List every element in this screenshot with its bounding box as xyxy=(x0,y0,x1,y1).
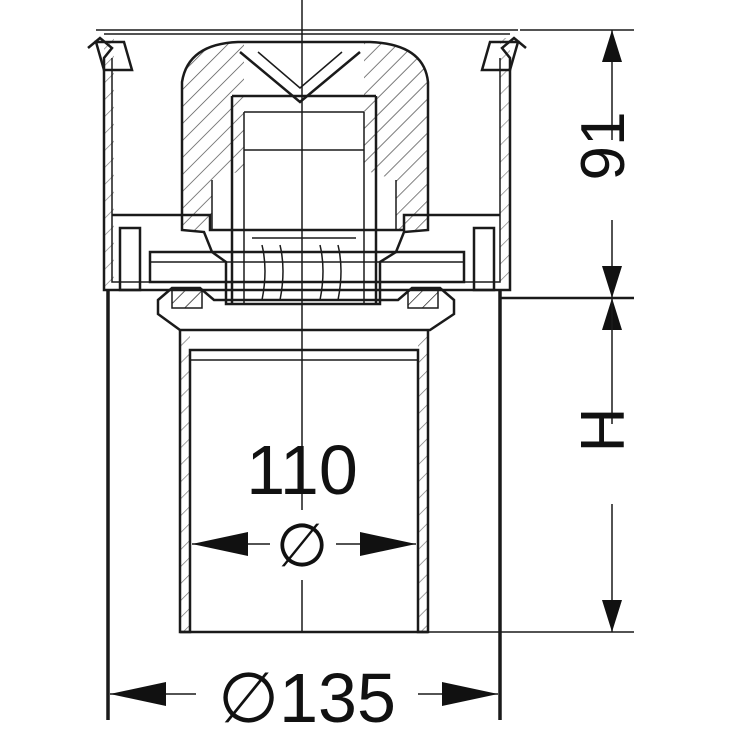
vertical-dimensions: 91 H xyxy=(520,29,638,632)
dim-body-height: H xyxy=(569,408,638,453)
dim-top-height: 91 xyxy=(569,112,638,181)
dim-inner-diameter-symbol: ∅ xyxy=(276,512,328,579)
dim-outer-diameter: ∅135 xyxy=(218,659,396,737)
odor-trap-insert xyxy=(180,40,430,306)
inner-diameter-dimension: 110 ∅ xyxy=(192,431,416,580)
outer-diameter-dimension: ∅135 xyxy=(110,650,498,737)
pipe-body xyxy=(106,286,634,720)
dim-inner-diameter-value: 110 xyxy=(246,431,358,509)
upper-housing xyxy=(87,29,527,292)
